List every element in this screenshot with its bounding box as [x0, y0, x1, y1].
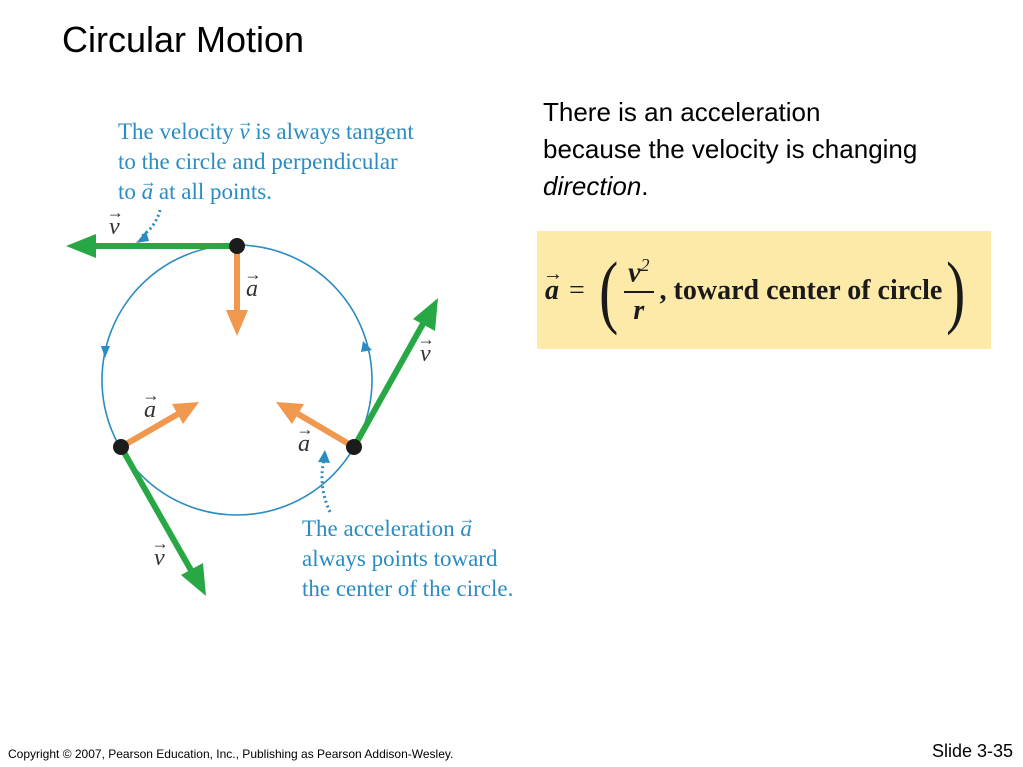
intro-text: There is an acceleration because the vel… — [543, 94, 923, 205]
caption-text: to — [118, 179, 142, 204]
formula-lhs: a — [545, 275, 559, 307]
intro-suffix: . — [641, 171, 649, 201]
acceleration-vector-symbol: a — [142, 177, 154, 207]
formula-fraction: v2 r — [624, 254, 654, 327]
acceleration-arrow-left-head — [172, 402, 199, 424]
object-dot-top — [229, 238, 245, 254]
formula-close-paren: ) — [946, 245, 966, 336]
slide-title: Circular Motion — [62, 19, 305, 60]
caption-text: The acceleration — [302, 516, 461, 541]
acceleration-caption: The acceleration a always points toward … — [302, 514, 513, 604]
caption-text: to the circle and perpendicular — [118, 149, 398, 174]
caption-text: always points toward — [302, 546, 498, 571]
velocity-arrow-left-shaft — [118, 445, 195, 574]
velocity-arrow-top-head — [66, 234, 96, 258]
velocity-caption: The velocity v is always tangent to the … — [118, 117, 414, 207]
formula-open-paren: ( — [598, 245, 619, 336]
formula-highlight-box — [537, 231, 991, 349]
velocity-vector-symbol: v — [239, 117, 249, 147]
velocity-label-left: v — [154, 545, 165, 572]
acceleration-label-right: a — [298, 431, 310, 458]
formula-exponent: 2 — [640, 254, 650, 275]
circle-direction-arrow-right — [361, 341, 372, 352]
intro-prefix: There is an acceleration because the vel… — [543, 97, 918, 164]
callout-pointer-bottom — [320, 459, 332, 513]
caption-text: The velocity — [118, 119, 240, 144]
formula-equals: = — [569, 275, 585, 306]
formula-numerator-symbol: v — [628, 257, 641, 289]
acceleration-arrow-right-head — [276, 402, 304, 424]
centripetal-acceleration-formula: a = ( v2 r , toward center of circle ) — [545, 246, 970, 336]
callout-pointer-bottom-head — [318, 450, 330, 463]
velocity-arrow-right-shaft — [351, 320, 427, 449]
circle-direction-arrow-left — [101, 346, 110, 358]
acceleration-label-top: a — [246, 276, 258, 303]
velocity-arrow-left-head — [181, 563, 206, 596]
acceleration-label-left: a — [144, 397, 156, 424]
caption-text: at all points. — [153, 179, 272, 204]
caption-text: the center of the circle. — [302, 576, 514, 601]
intro-emphasis: direction — [543, 171, 642, 201]
slide-number: Slide 3-35 — [931, 741, 1013, 761]
callout-pointer-top-head — [136, 231, 149, 243]
acceleration-arrow-top-head — [226, 310, 248, 336]
copyright-footer: Copyright © 2007, Pearson Education, Inc… — [8, 747, 454, 761]
formula-numerator: v2 — [624, 254, 654, 294]
acceleration-vector-symbol: a — [460, 514, 472, 544]
velocity-label-top: v — [109, 214, 120, 241]
object-dot-right — [346, 439, 362, 455]
velocity-arrow-right-head — [413, 298, 438, 331]
velocity-label-right: v — [420, 341, 431, 368]
acceleration-arrow-left-shaft — [119, 411, 180, 450]
caption-text: is always tangent — [249, 119, 414, 144]
formula-direction-text: , toward center of circle — [659, 275, 943, 306]
callout-pointer-top — [141, 209, 162, 238]
object-dot-left — [113, 439, 129, 455]
formula-denominator: r — [633, 295, 645, 327]
